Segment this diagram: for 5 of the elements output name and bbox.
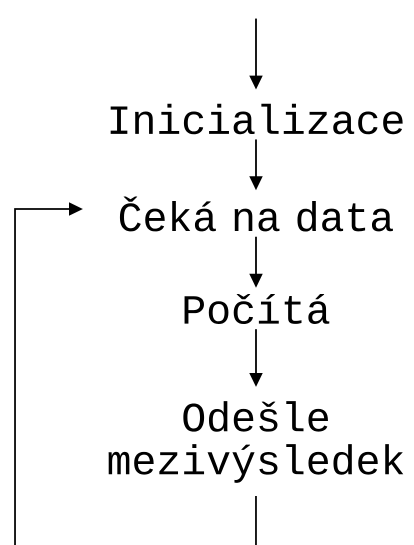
arrow xyxy=(14,202,257,545)
state-label: Čeká na data xyxy=(120,196,393,232)
state-label: Odešle mezivýsledek xyxy=(108,401,404,483)
state-label: Inicializace xyxy=(110,104,403,134)
state-label: Počítá xyxy=(184,294,330,324)
